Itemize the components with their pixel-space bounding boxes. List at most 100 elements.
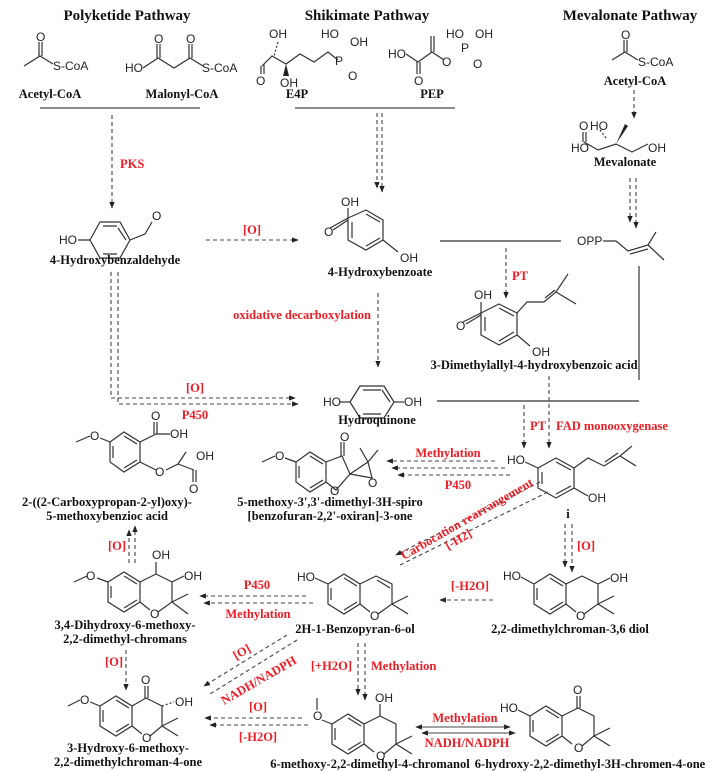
svg-text:OH: OH xyxy=(610,571,628,585)
svg-text:S-CoA: S-CoA xyxy=(638,55,673,69)
svg-text:O: O xyxy=(86,569,95,583)
svg-text:O: O xyxy=(456,319,465,333)
methylation-label-1: Methylation xyxy=(415,446,480,460)
hydroquinone-label: Hydroquinone xyxy=(338,413,416,427)
benzopyranol-label: 2H-1-Benzopyran-6-ol xyxy=(295,622,415,636)
hydroxybenzoate-structure: OH O OH xyxy=(324,195,418,265)
nadh-arrow-1 xyxy=(209,639,298,695)
hydroxy-chromanone-label-2: 2,2-dimethylchroman-4-one xyxy=(54,755,202,769)
svg-text:O: O xyxy=(370,609,379,623)
svg-text:O: O xyxy=(189,482,198,496)
hydroxy-chromanone-structure: O O O OH xyxy=(67,673,193,745)
svg-text:OH: OH xyxy=(375,691,393,705)
svg-text:O: O xyxy=(368,476,377,490)
hba-to-hydroquinone-arrow-1 xyxy=(110,272,296,401)
svg-text:O: O xyxy=(340,430,349,444)
svg-text:OH: OH xyxy=(532,345,550,359)
svg-text:O: O xyxy=(573,683,582,697)
svg-text:HO: HO xyxy=(388,47,406,61)
hydroxybenzaldehyde-structure: HO O xyxy=(59,209,161,259)
svg-text:HO: HO xyxy=(323,395,341,409)
mevalonate-structure: O HO HO OH xyxy=(571,119,666,155)
svg-text:O: O xyxy=(256,74,265,88)
chromenone-label: 6-hydroxy-2,2-dimethyl-3H-chromen-4-one xyxy=(475,757,706,771)
oxidation-label-6: [O] xyxy=(231,641,254,662)
svg-text:O: O xyxy=(330,484,339,498)
mevalonate-label: Mevalonate xyxy=(594,155,657,169)
svg-text:O: O xyxy=(36,30,45,44)
svg-text:OH: OH xyxy=(475,27,493,41)
svg-text:P: P xyxy=(335,54,343,68)
svg-text:O: O xyxy=(621,28,630,42)
svg-text:O: O xyxy=(376,749,385,763)
svg-text:O: O xyxy=(186,32,195,46)
minus-h2o-label-1: [-H2O] xyxy=(451,579,489,593)
svg-text:O: O xyxy=(275,449,284,463)
pt-label-2: PT xyxy=(530,419,547,433)
minus-h2o-label-2: [-H2O] xyxy=(239,730,277,744)
svg-text:OH: OH xyxy=(280,76,298,90)
dihydroxy-chroman-label-2: 2,2-dimethyl-chromans xyxy=(63,632,187,646)
svg-text:O: O xyxy=(142,731,151,745)
svg-text:OPP: OPP xyxy=(577,234,602,248)
spiro-compound-structure: O O O O xyxy=(261,430,379,498)
svg-text:OH: OH xyxy=(152,548,170,562)
svg-text:O: O xyxy=(324,225,333,239)
svg-text:S-CoA: S-CoA xyxy=(53,59,88,73)
svg-text:HO: HO xyxy=(59,233,77,247)
svg-text:OH: OH xyxy=(474,288,492,302)
dihydroxy-chroman-label-1: 3,4-Dihydroxy-6-methoxy- xyxy=(54,618,195,632)
oxidation-label-3: [O] xyxy=(577,539,595,553)
p450-label-1: P450 xyxy=(182,408,208,422)
pep-label: PEP xyxy=(420,87,444,101)
svg-text:HO: HO xyxy=(503,569,521,583)
svg-text:OH: OH xyxy=(184,569,202,583)
acetyl-coa-structure: O S-CoA xyxy=(23,30,88,73)
malonyl-coa-label: Malonyl-CoA xyxy=(146,87,219,101)
shikimate-pathway-title: Shikimate Pathway xyxy=(305,8,430,24)
svg-text:OH: OH xyxy=(175,695,193,709)
svg-text:HO: HO xyxy=(507,453,525,467)
dihydroxy-chroman-structure: O O OH OH xyxy=(73,548,202,621)
acetyl-coa-label-mv: Acetyl-CoA xyxy=(604,74,666,88)
svg-text:S-CoA: S-CoA xyxy=(202,61,237,75)
svg-text:HO: HO xyxy=(500,701,518,715)
svg-text:O: O xyxy=(80,693,89,707)
carboxypropan-label-2: 5-methoxybenzioc acid xyxy=(46,509,168,523)
chromanol-label: 6-methoxy-2,2-dimethyl-4-chromanol xyxy=(270,757,470,771)
oxidation-label-2: [O] xyxy=(186,381,204,395)
svg-text:HO: HO xyxy=(446,27,464,41)
carboxypropan-structure: O O OH O O OH xyxy=(75,409,214,496)
svg-text:HO: HO xyxy=(321,27,339,41)
svg-text:O: O xyxy=(152,209,161,223)
methylation-label-3: Methylation xyxy=(371,659,436,673)
oxidation-arrow-6 xyxy=(203,634,288,687)
svg-text:HO: HO xyxy=(571,141,589,155)
svg-text:O: O xyxy=(348,69,357,83)
pt-label-1: PT xyxy=(512,269,529,283)
intermediate-i-structure: HO OH xyxy=(507,445,637,505)
malonyl-coa-structure: HO O O S-CoA xyxy=(125,32,237,75)
chroman-diol-structure: HO O OH xyxy=(503,569,628,623)
oxidation-label-5: [O] xyxy=(105,655,123,669)
svg-text:OH: OH xyxy=(341,195,359,209)
p450-label-3: P450 xyxy=(244,578,270,592)
chromenone-structure: HO O O xyxy=(500,683,611,755)
svg-text:O: O xyxy=(576,609,585,623)
svg-text:O: O xyxy=(155,465,164,479)
methylation-label-2: Methylation xyxy=(225,607,290,621)
mevalonate-pathway-title: Mevalonate Pathway xyxy=(563,8,698,24)
svg-text:O: O xyxy=(442,55,451,69)
fad-monooxygenase-label: FAD monooxygenase xyxy=(556,419,668,433)
hydroquinone-structure: HO OH xyxy=(323,385,422,419)
hydroxybenzaldehyde-label: 4-Hydroxybenzaldehyde xyxy=(50,253,181,267)
chroman-diol-label: 2,2-dimethylchroman-3,6 diol xyxy=(491,622,649,636)
svg-text:O: O xyxy=(579,119,588,133)
intermediate-i-label: i xyxy=(566,507,570,521)
acetyl-coa-mv-structure: O S-CoA xyxy=(611,28,673,69)
oxidation-label-1: [O] xyxy=(243,223,261,237)
svg-text:O: O xyxy=(150,607,159,621)
methylation-label-4: Methylation xyxy=(432,711,497,725)
svg-text:OH: OH xyxy=(588,491,606,505)
dimethylallyl-acid-label: 3-Dimethylallyl-4-hydroxybenzoic acid xyxy=(430,358,637,372)
